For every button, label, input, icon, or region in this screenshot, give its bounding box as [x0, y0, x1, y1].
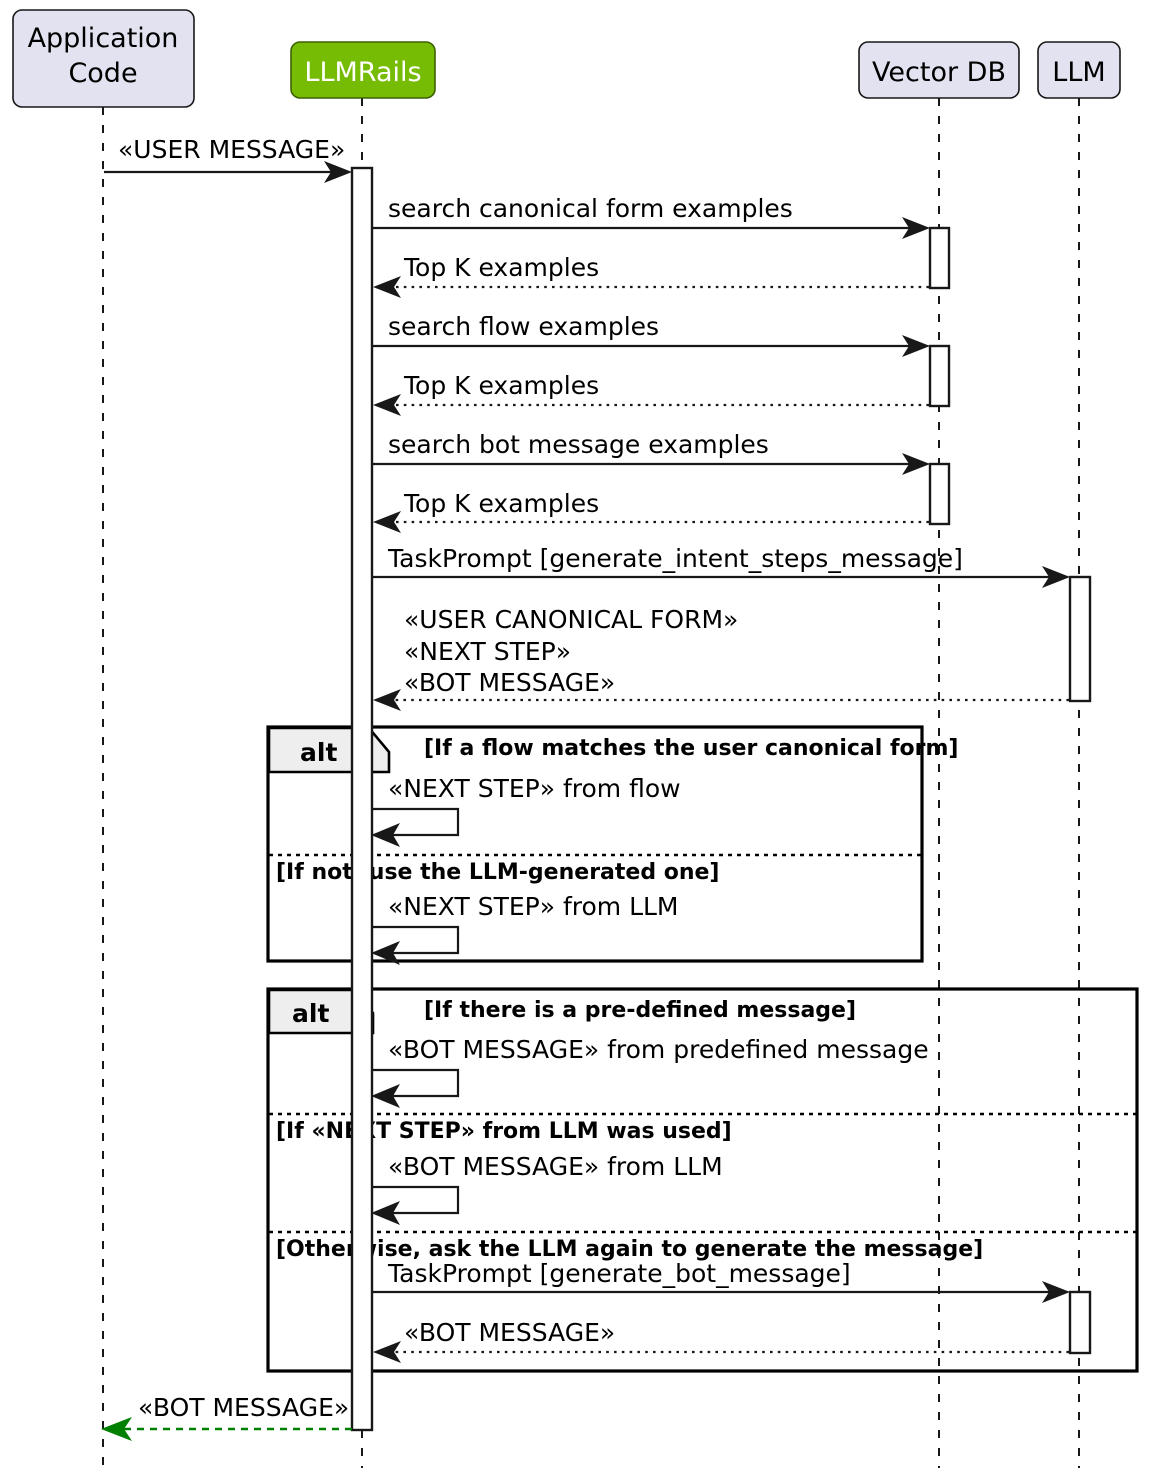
participant-application-code[interactable]: Application Code [12, 9, 195, 108]
participant-box-vector-db[interactable] [858, 41, 1020, 99]
activation-vector-db-1 [928, 226, 951, 290]
participant-label-vector-db: Vector DB [872, 57, 1006, 88]
arrowhead-right-icon [1042, 566, 1070, 588]
activations-layer [350, 166, 1092, 1432]
arrowhead-left-icon [371, 1201, 400, 1225]
message-line-next-step-from-flow [373, 807, 460, 837]
message-line-bot-message-predefined [373, 1068, 460, 1098]
message-label-llm-reply-line3: «BOT MESSAGE» [404, 668, 615, 697]
message-bot-message-from-llm: «BOT MESSAGE» from LLM [371, 1152, 723, 1225]
message-top-k-examples-1: Top K examples [373, 253, 929, 298]
message-taskprompt-intent-steps: TaskPrompt [generate_intent_steps_messag… [373, 544, 1070, 588]
arrowhead-left-icon [373, 394, 401, 416]
participant-box-llm[interactable] [1037, 41, 1121, 99]
message-label-search-canonical-form: search canonical form examples [388, 194, 793, 223]
message-label-search-flow-examples: search flow examples [388, 312, 659, 341]
alt-fragment-1-border [266, 725, 924, 963]
message-llm-reply-intent-steps: «USER CANONICAL FORM» «NEXT STEP» «BOT M… [373, 605, 1069, 711]
arrowhead-right-icon [324, 161, 352, 183]
arrowhead-right-icon [902, 335, 930, 357]
alt-fragment-2-guard-3: [Otherwise, ask the LLM again to generat… [276, 1237, 983, 1262]
message-search-bot-message-examples: search bot message examples [373, 430, 930, 475]
arrowhead-left-green-icon [101, 1417, 132, 1441]
arrowhead-left-icon [373, 276, 401, 298]
arrowhead-left-icon [373, 1341, 401, 1363]
arrowhead-right-icon [902, 453, 930, 475]
message-label-llm-reply-line2: «NEXT STEP» [404, 637, 571, 666]
arrowhead-left-icon [371, 1084, 400, 1108]
participant-vector-db[interactable]: Vector DB [858, 41, 1020, 99]
participant-box-llmrails[interactable] [290, 41, 436, 99]
arrowhead-right-icon [902, 217, 930, 239]
alt-fragment-1-guard-2: [If not, use the LLM-generated one] [276, 860, 719, 885]
message-taskprompt-bot-message: TaskPrompt [generate_bot_message] [373, 1259, 1070, 1303]
message-label-bot-message-llm-reply: «BOT MESSAGE» [404, 1318, 615, 1347]
participant-llm[interactable]: LLM [1037, 41, 1121, 99]
message-label-bot-message-from-llm: «BOT MESSAGE» from LLM [388, 1152, 723, 1181]
alt-fragment-1-label: alt [300, 738, 337, 767]
participant-label-application-code-line1: Application [28, 23, 179, 54]
message-next-step-from-llm: «NEXT STEP» from LLM [371, 892, 679, 965]
arrowhead-left-icon [371, 941, 400, 965]
participant-box-application-code[interactable] [12, 9, 195, 108]
message-label-bot-message-out: «BOT MESSAGE» [138, 1393, 349, 1422]
alt-fragment-1-guard-1: [If a flow matches the user canonical fo… [424, 736, 958, 761]
message-label-user-message-in: «USER MESSAGE» [118, 135, 345, 164]
message-label-top-k-examples-1: Top K examples [403, 253, 599, 282]
alt-fragment-2-border [266, 987, 1139, 1373]
activation-llmrails-main [350, 166, 374, 1432]
arrowhead-right-icon [1042, 1281, 1070, 1303]
message-user-message-in: «USER MESSAGE» [104, 135, 352, 183]
alt-fragment-bot-message: alt [If there is a pre-defined message] … [266, 987, 1139, 1373]
message-bot-message-predefined: «BOT MESSAGE» from predefined message [371, 1035, 929, 1108]
message-label-search-bot-message-examples: search bot message examples [388, 430, 769, 459]
message-label-next-step-from-flow: «NEXT STEP» from flow [388, 774, 681, 803]
message-bot-message-llm-reply: «BOT MESSAGE» [373, 1318, 1069, 1363]
message-label-llm-reply-line1: «USER CANONICAL FORM» [404, 605, 738, 634]
message-label-bot-message-predefined: «BOT MESSAGE» from predefined message [388, 1035, 929, 1064]
message-search-canonical-form: search canonical form examples [373, 194, 930, 239]
participant-label-application-code-line2: Code [68, 58, 137, 89]
message-search-flow-examples: search flow examples [373, 312, 930, 357]
message-line-bot-message-from-llm [373, 1185, 460, 1215]
message-label-taskprompt-bot-message: TaskPrompt [generate_bot_message] [387, 1259, 851, 1288]
message-label-taskprompt-intent-steps: TaskPrompt [generate_intent_steps_messag… [387, 544, 963, 573]
participant-llmrails[interactable]: LLMRails [290, 41, 436, 99]
activation-llm-1 [1068, 575, 1092, 703]
message-top-k-examples-2: Top K examples [373, 371, 929, 416]
arrowhead-left-icon [373, 511, 401, 533]
activation-llm-2 [1068, 1290, 1092, 1355]
message-top-k-examples-3: Top K examples [373, 489, 929, 533]
message-label-top-k-examples-2: Top K examples [403, 371, 599, 400]
participant-label-llm: LLM [1052, 57, 1105, 88]
message-next-step-from-flow: «NEXT STEP» from flow [371, 774, 681, 847]
alt-fragment-2-guard-1: [If there is a pre-defined message] [424, 998, 856, 1023]
activation-vector-db-2 [928, 344, 951, 408]
message-label-top-k-examples-3: Top K examples [403, 489, 599, 518]
alt-fragment-2-label: alt [292, 999, 329, 1028]
arrowhead-left-icon [371, 823, 400, 847]
arrowhead-left-icon [373, 689, 401, 711]
message-line-next-step-from-llm [373, 925, 460, 955]
alt-fragment-2-guard-2: [If «NEXT STEP» from LLM was used] [276, 1119, 732, 1144]
message-label-next-step-from-llm: «NEXT STEP» from LLM [388, 892, 679, 921]
activation-vector-db-3 [928, 462, 951, 526]
message-bot-message-out: «BOT MESSAGE» [101, 1393, 352, 1441]
participant-label-llmrails: LLMRails [304, 57, 421, 88]
